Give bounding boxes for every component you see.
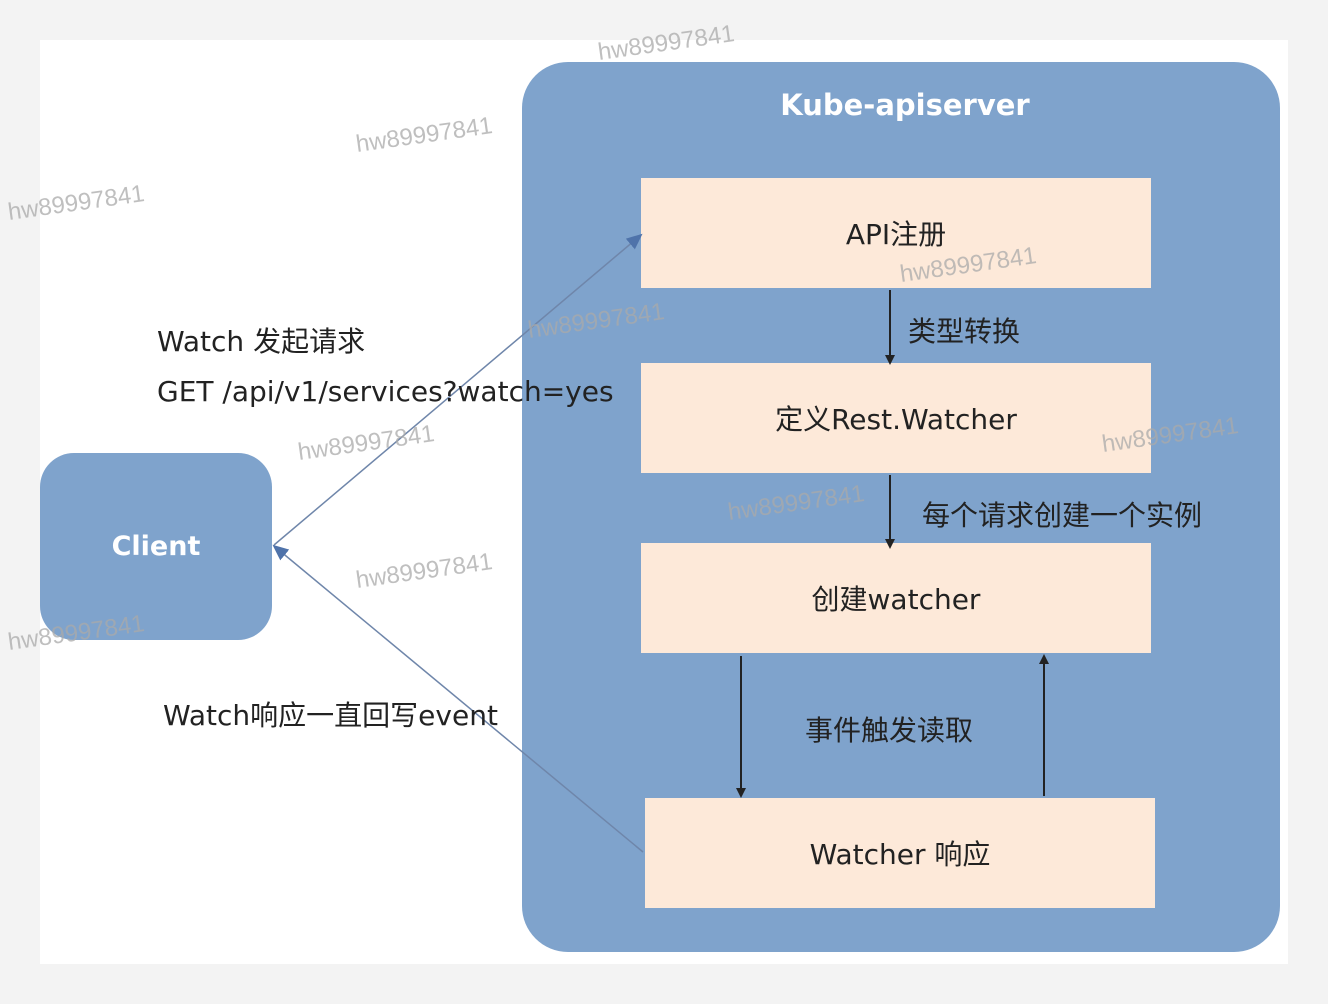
watcher-response-box: Watcher 响应 — [645, 798, 1155, 908]
watch-response-label: Watch响应一直回写event — [163, 699, 498, 732]
watch-request-label: Watch 发起请求 — [157, 325, 366, 358]
api-register-box: API注册 — [641, 178, 1151, 288]
arrow-watch-response — [272, 544, 644, 853]
watch-request-url: GET /api/v1/services?watch=yes — [157, 375, 614, 408]
define-rest-watcher-box: 定义Rest.Watcher — [641, 363, 1151, 473]
client-box: Client — [40, 453, 272, 640]
arrow-client-request — [273, 233, 643, 546]
kube-apiserver-title: Kube-apiserver — [780, 88, 1030, 122]
instance-per-request-label: 每个请求创建一个实例 — [922, 499, 1203, 532]
create-watcher-box: 创建watcher — [641, 543, 1151, 653]
type-convert-label: 类型转换 — [908, 315, 1021, 348]
event-read-label: 事件触发读取 — [805, 714, 974, 747]
